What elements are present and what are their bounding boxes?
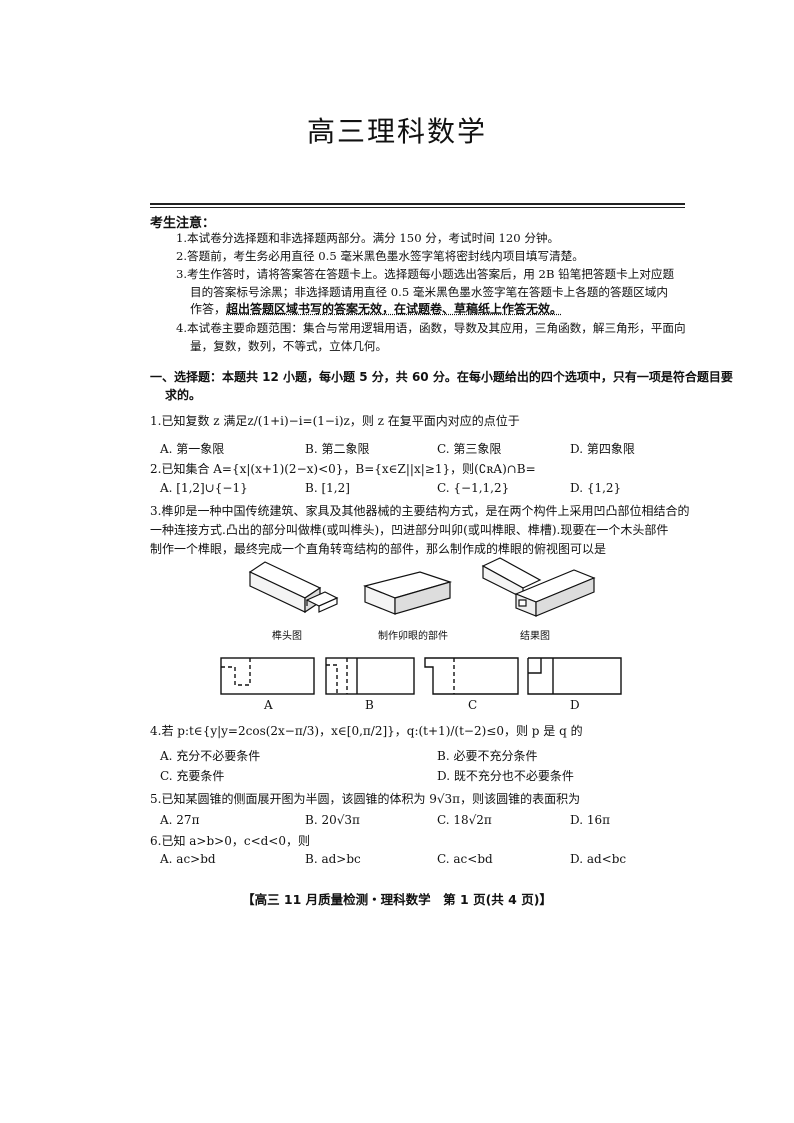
notice-item-3-cont: 目的答案标号涂黑；非选择题请用直径 0.5 毫米黑色墨水签字笔在答题卡上各题的答… xyxy=(190,285,668,299)
page-footer: 【高三 11 月质量检测・理科数学 第 1 页(共 4 页)】 xyxy=(242,892,552,907)
title-rule-thick xyxy=(150,203,685,205)
title-rule-thin xyxy=(150,207,685,208)
q1-option-a: A. 第一象限 xyxy=(160,442,225,456)
q3-option-b-label: B xyxy=(365,698,374,712)
q1-stem: 1.已知复数 z 满足z/(1+i)−i=(1−i)z，则 z 在复平面内对应的… xyxy=(150,414,520,428)
page-title: 高三理科数学 xyxy=(306,115,487,148)
mortise-part-figure xyxy=(363,571,453,615)
q3-line-2: 一种连接方式.凸出的部分叫做榫(或叫榫头)，凹进部分叫卯(或叫榫眼、榫槽).现要… xyxy=(150,523,669,537)
q3-option-c-view xyxy=(424,657,519,695)
notice-heading: 考生注意： xyxy=(150,216,216,231)
notice-item-4-cont: 量，复数，数列，不等式，立体几何。 xyxy=(190,339,388,353)
tenon-figure xyxy=(248,561,339,614)
q6-option-b: B. ad>bc xyxy=(305,852,361,866)
notice-item-4: 4.本试卷主要命题范围：集合与常用逻辑用语，函数，导数及其应用，三角函数，解三角… xyxy=(176,321,686,335)
notice-item-2: 2.答题前，考生务必用直径 0.5 毫米黑色墨水签字笔将密封线内项目填写清楚。 xyxy=(176,249,584,263)
q3-option-d-label: D xyxy=(570,698,580,712)
q3-option-b-view xyxy=(325,657,415,695)
q3-line-3: 制作一个榫眼，最终完成一个直角转弯结构的部件，那么制作成的榫眼的俯视图可以是 xyxy=(150,542,607,556)
caption-mortise-part: 制作卯眼的部件 xyxy=(378,631,448,642)
q3-option-d-view xyxy=(527,657,622,695)
q3-option-a-label: A xyxy=(264,698,273,712)
caption-tenon: 榫头图 xyxy=(272,631,302,642)
q4-stem: 4.若 p:t∈{y|y=2cos(2x−π/3)，x∈[0,π/2]}，q:(… xyxy=(150,724,583,738)
q2-option-a: A. [1,2]∪{−1} xyxy=(160,481,248,495)
q5-option-b: B. 20√3π xyxy=(305,813,360,827)
q4-option-a: A. 充分不必要条件 xyxy=(160,749,261,763)
q5-option-c: C. 18√2π xyxy=(437,813,492,827)
q6-option-a: A. ac>bd xyxy=(160,852,216,866)
q1-option-c: C. 第三象限 xyxy=(437,442,502,456)
q6-option-c: C. ac<bd xyxy=(437,852,493,866)
q3-option-a-view xyxy=(220,657,315,695)
notice-item-3-prefix: 作答， xyxy=(190,302,227,316)
section-heading-cont: 求的。 xyxy=(165,388,202,402)
q3-line-1: 3.榫卯是一种中国传统建筑、家具及其他器械的主要结构方式，是在两个构件上采用凹凸… xyxy=(150,504,690,518)
q5-option-d: D. 16π xyxy=(570,813,610,827)
q2-option-b: B. [1,2] xyxy=(305,481,350,495)
notice-item-1: 1.本试卷分选择题和非选择题两部分。满分 150 分，考试时间 120 分钟。 xyxy=(176,231,560,245)
result-figure xyxy=(481,557,596,617)
q4-option-b: B. 必要不充分条件 xyxy=(437,749,538,763)
q3-option-c-label: C xyxy=(468,698,478,712)
q5-option-a: A. 27π xyxy=(160,813,200,827)
q4-option-d: D. 既不充分也不必要条件 xyxy=(437,769,574,783)
q6-option-d: D. ad<bc xyxy=(570,852,627,866)
section-heading: 一、选择题：本题共 12 小题，每小题 5 分，共 60 分。在每小题给出的四个… xyxy=(150,370,733,384)
notice-item-3: 3.考生作答时，请将答案答在答题卡上。选择题每小题选出答案后，用 2B 铅笔把答… xyxy=(176,267,675,281)
q4-option-c: C. 充要条件 xyxy=(160,769,225,783)
q1-option-b: B. 第二象限 xyxy=(305,442,370,456)
q1-option-d: D. 第四象限 xyxy=(570,442,635,456)
q2-option-d: D. {1,2} xyxy=(570,481,622,495)
caption-result: 结果图 xyxy=(520,631,550,642)
q2-stem: 2.已知集合 A={x|(x+1)(2−x)<0}，B={x∈Z||x|≥1}，… xyxy=(150,462,536,476)
notice-emphasis: 超出答题区域书写的答案无效，在试题卷、草稿纸上作答无效。 xyxy=(226,302,563,316)
q6-stem: 6.已知 a>b>0，c<d<0，则 xyxy=(150,834,310,848)
notice-item-3-end: 作答，超出答题区域书写的答案无效，在试题卷、草稿纸上作答无效。 xyxy=(190,300,562,317)
q5-stem: 5.已知某圆锥的侧面展开图为半圆，该圆锥的体积为 9√3π，则该圆锥的表面积为 xyxy=(150,792,581,806)
q2-option-c: C. {−1,1,2} xyxy=(437,481,510,495)
